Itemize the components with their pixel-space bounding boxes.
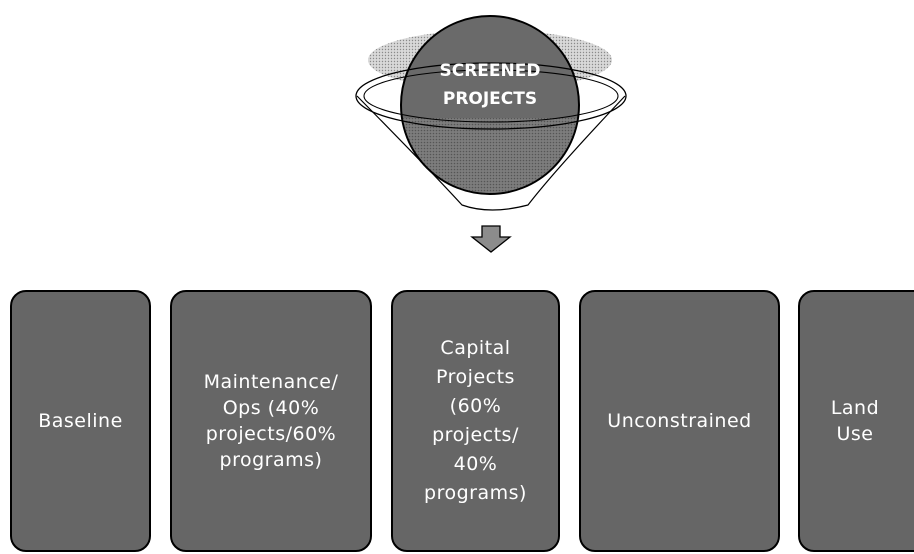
category-label-capital-projects: Capital Projects (60% projects/ 40% prog… xyxy=(424,337,527,504)
category-label-land-use: Land Use xyxy=(830,397,880,445)
category-box-capital-projects: Capital Projects (60% projects/ 40% prog… xyxy=(391,290,560,552)
category-label-baseline: Baseline xyxy=(38,410,123,432)
category-box-maintenance-ops: Maintenance/ Ops (40% projects/60% progr… xyxy=(170,290,372,552)
sphere-shadow xyxy=(402,118,578,193)
funnel-rim-inner xyxy=(363,69,619,123)
category-box-unconstrained: Unconstrained xyxy=(579,290,780,552)
down-arrow-icon xyxy=(470,225,512,253)
funnel-rim-outer xyxy=(355,62,627,130)
funnel-label-line1: SCREENED xyxy=(440,61,541,81)
category-box-land-use: Land Use xyxy=(798,290,914,552)
funnel-label-line2: PROJECTS xyxy=(443,89,537,109)
category-box-baseline: Baseline xyxy=(10,290,151,552)
category-label-maintenance-ops: Maintenance/ Ops (40% projects/60% progr… xyxy=(203,371,339,471)
funnel-diagram: SCREENED PROJECTS xyxy=(355,15,627,253)
category-label-unconstrained: Unconstrained xyxy=(607,410,752,432)
